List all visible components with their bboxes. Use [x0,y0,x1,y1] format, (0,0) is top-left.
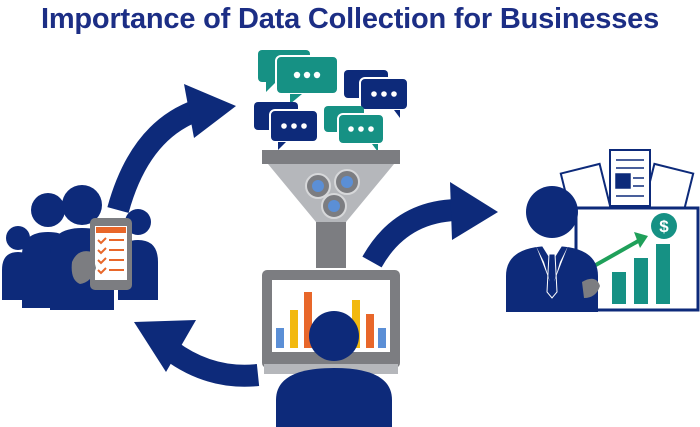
analyst-monitor-icon [262,270,400,427]
speech-bubbles-icon [254,50,409,152]
businessman-icon: $ [506,186,700,312]
checklist-icon [97,237,124,275]
arrow-up-right-icon [107,99,202,214]
page-title: Importance of Data Collection for Busine… [40,3,660,35]
dollar-symbol: $ [659,217,669,236]
dollar-coin-icon [651,213,677,239]
survey-group-icon [2,185,158,310]
funnel-icon [262,150,400,268]
